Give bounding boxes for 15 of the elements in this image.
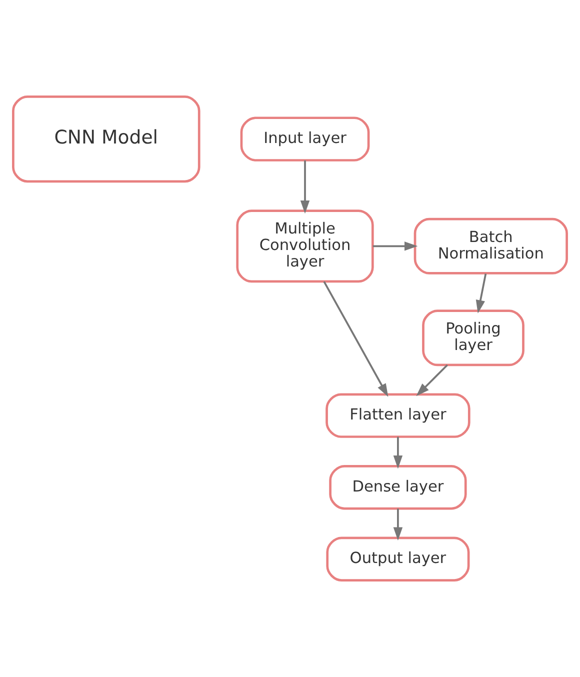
node-box: Batch Normalisation xyxy=(414,218,568,274)
arrow xyxy=(372,242,418,251)
node-box: Output layer xyxy=(326,536,470,582)
arrow xyxy=(393,508,403,541)
node-box: Pooling layer xyxy=(422,310,524,366)
arrow xyxy=(476,273,487,314)
arrow xyxy=(323,281,388,397)
node-box: Input layer xyxy=(240,116,370,162)
arrow xyxy=(393,436,403,469)
arrow xyxy=(416,364,448,396)
node-box: Dense layer xyxy=(329,464,467,510)
arrow xyxy=(300,160,310,214)
node-box: Multiple Convolution layer xyxy=(236,210,374,283)
node-box: CNN Model xyxy=(12,96,200,183)
node-box: Flatten layer xyxy=(326,393,470,438)
